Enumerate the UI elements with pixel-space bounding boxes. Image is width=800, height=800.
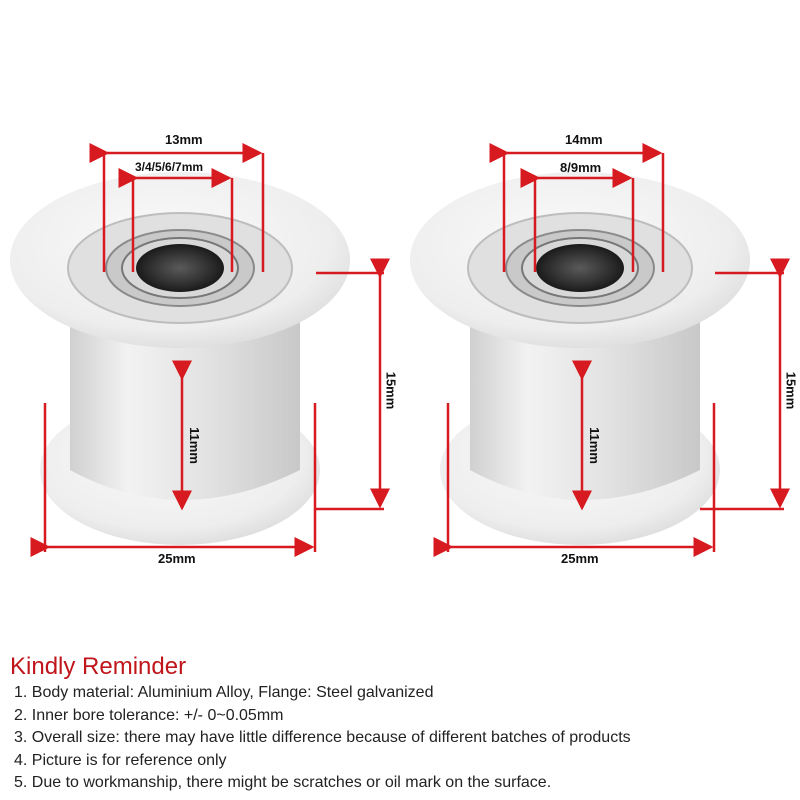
kindly-reminder-section: Kindly Reminder 1. Body material: Alumin… <box>10 652 800 795</box>
right-flange-diameter-label: 25mm <box>561 551 599 566</box>
right-bore-label: 8/9mm <box>560 160 602 175</box>
reminder-item: 4. Picture is for reference only <box>14 751 227 769</box>
right-outer-diameter-label: 14mm <box>565 132 603 147</box>
left-pulley-graphic <box>10 172 350 545</box>
right-dimension-lines <box>433 143 790 557</box>
reminder-item: 1. Body material: Aluminium Alloy, Flang… <box>14 684 434 701</box>
right-belt-width-label: 11mm <box>586 427 602 464</box>
right-total-height-label: 15mm <box>783 371 799 410</box>
reminder-title: Kindly Reminder <box>10 653 187 680</box>
left-dimension-lines <box>30 143 390 557</box>
reminder-item: 5. Due to workmanship, there might be sc… <box>14 774 552 791</box>
reminder-item: 2. Inner bore tolerance: +/- 0~0.05mm <box>14 706 284 724</box>
left-total-height-label: 15mm <box>383 371 399 410</box>
pulley-dimension-figure: 13mm 3/4/5/6/7mm 11mm 15mm 25mm 14mm 8/9… <box>10 132 799 566</box>
pulley-illustration <box>10 143 790 557</box>
reminder-list: 1. Body material: Aluminium Alloy, Flang… <box>10 682 800 795</box>
right-pulley-graphic <box>410 172 750 545</box>
left-belt-width-label: 11mm <box>186 427 202 464</box>
reminder-item: 3. Overall size: there may have little d… <box>14 729 631 746</box>
left-flange-diameter-label: 25mm <box>158 551 196 566</box>
left-outer-diameter-label: 13mm <box>165 132 203 147</box>
left-bore-label: 3/4/5/6/7mm <box>135 160 204 174</box>
